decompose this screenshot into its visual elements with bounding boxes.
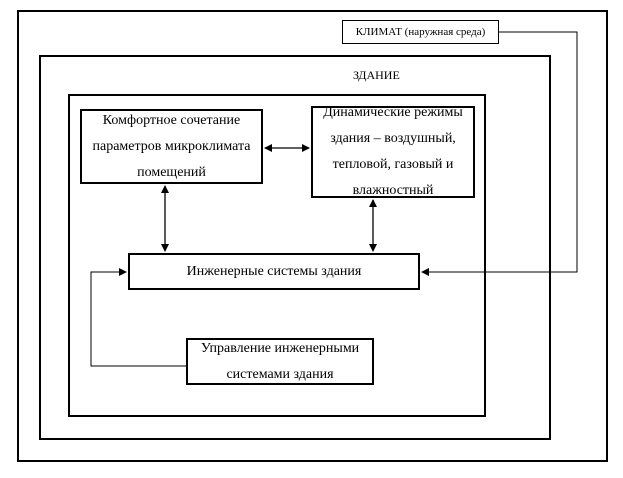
building-frame	[39, 55, 551, 440]
climate-box: КЛИМАТ (наружная среда)	[342, 20, 499, 44]
building-label: ЗДАНИЕ	[353, 68, 400, 82]
inner-frame	[68, 94, 486, 417]
arrow-climate-engineering	[421, 31, 578, 276]
outer-frame	[17, 10, 608, 462]
control-box: Управление инженерными системами здания	[186, 338, 374, 385]
comfort-box: Комфортное сочетание параметров микрокли…	[80, 109, 263, 184]
arrow-control-engineering	[90, 268, 186, 367]
dynamic-box: Динамические режимы здания – воздушный, …	[311, 105, 475, 198]
engineering-systems-box: Инженерные системы здания	[128, 253, 420, 290]
